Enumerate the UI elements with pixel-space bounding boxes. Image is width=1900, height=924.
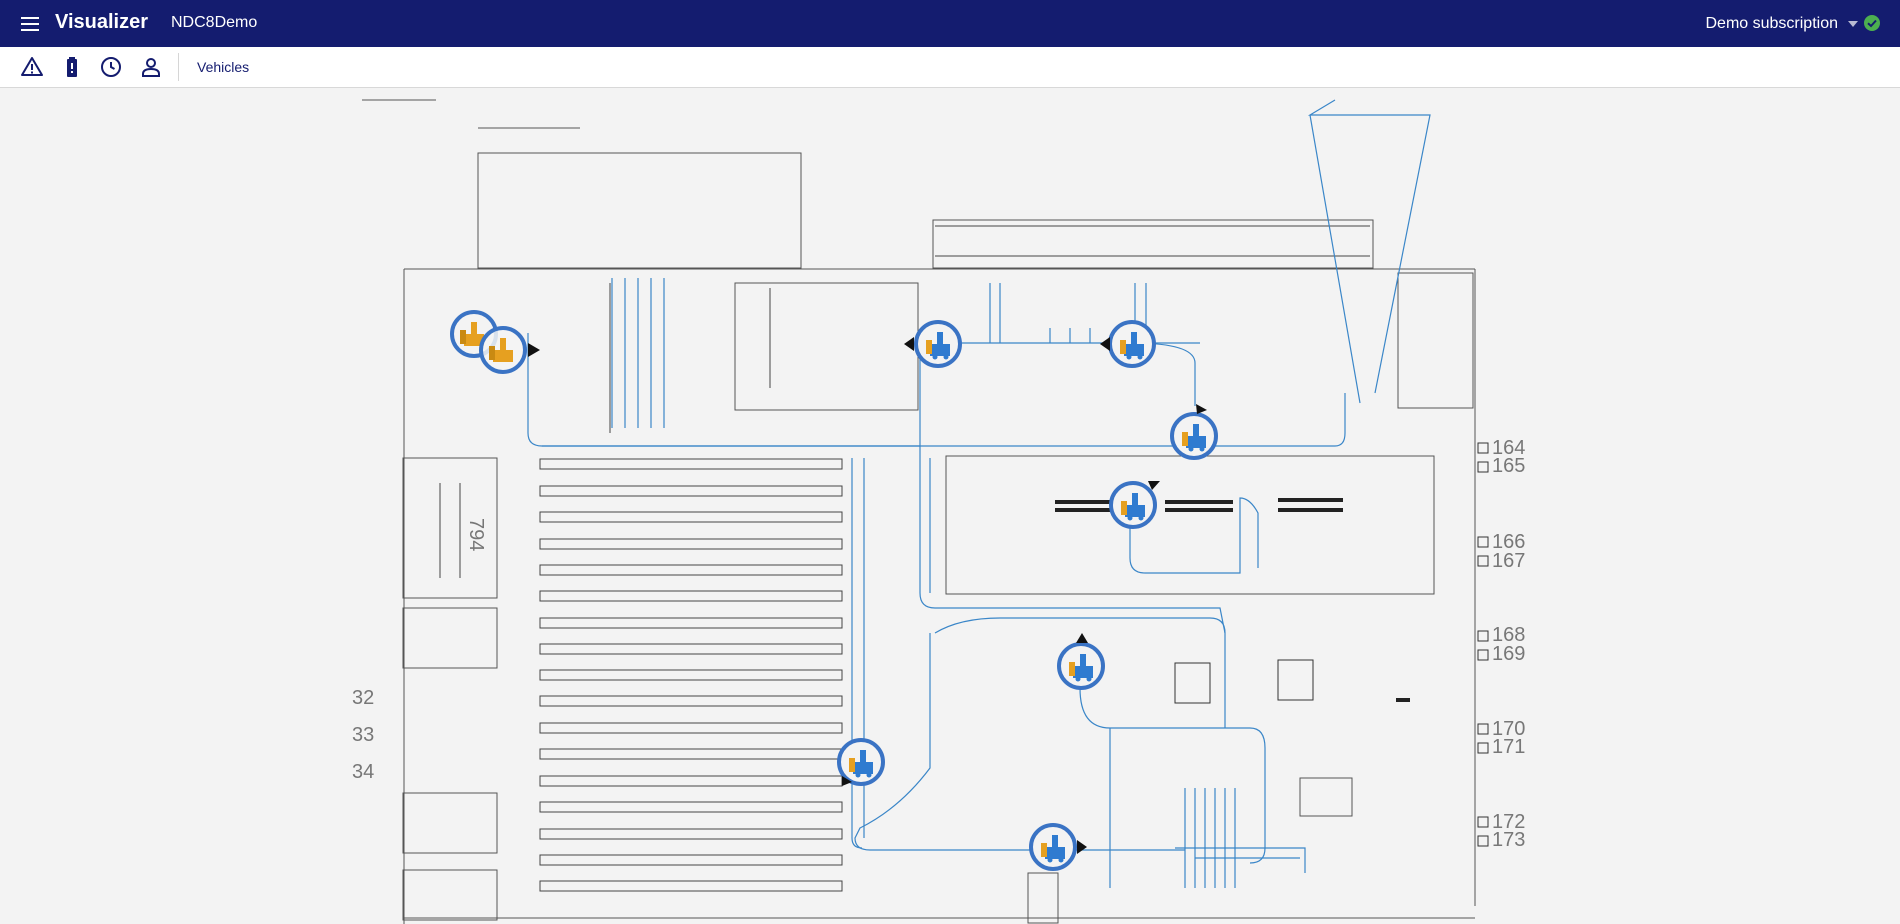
connection-status-icon <box>1864 15 1880 31</box>
alarm-icon[interactable] <box>20 55 44 79</box>
project-name: NDC8Demo <box>171 14 258 31</box>
app-title: Visualizer <box>55 11 149 33</box>
workstations <box>1055 498 1410 704</box>
map-canvas[interactable]: 164 165 166 167 168 169 170 171 172 173 … <box>0 88 1900 924</box>
vehicle-agv-8[interactable] <box>837 738 885 786</box>
toolbar: Vehicles <box>0 47 1900 88</box>
dock-label: 34 <box>352 761 374 783</box>
station-label: 166 <box>1492 531 1525 553</box>
app-header: Visualizer NDC8Demo Demo subscription <box>0 0 1900 47</box>
battery-icon[interactable] <box>60 55 84 79</box>
vehicle-agv-7[interactable] <box>1057 633 1105 690</box>
dock-label: 33 <box>352 724 374 746</box>
station-label: 170 <box>1492 718 1525 740</box>
toolbar-divider <box>178 53 179 81</box>
vehicles-link[interactable]: Vehicles <box>197 59 250 75</box>
clock-icon[interactable] <box>99 55 123 79</box>
vehicle-agv-4[interactable] <box>1100 320 1156 368</box>
vehicle-agv-5[interactable] <box>1170 404 1218 460</box>
route-network <box>527 99 1431 888</box>
station-label: 172 <box>1492 811 1525 833</box>
vehicle-agv-3[interactable] <box>904 320 962 368</box>
vehicle-agv-6[interactable] <box>1109 481 1160 529</box>
station-label: 171 <box>1492 736 1525 758</box>
station-label: 165 <box>1492 455 1525 477</box>
dock-label: 32 <box>352 687 374 709</box>
subscription-selector[interactable]: Demo subscription <box>1705 15 1839 32</box>
station-label: 168 <box>1492 624 1525 646</box>
chevron-down-icon[interactable] <box>1848 21 1858 27</box>
hamburger-menu-icon[interactable] <box>18 12 42 36</box>
station-label: 167 <box>1492 550 1525 572</box>
station-label: 169 <box>1492 643 1525 665</box>
storage-racks <box>439 225 1370 892</box>
layout-map[interactable]: 164 165 166 167 168 169 170 171 172 173 … <box>0 88 1900 924</box>
station-labels: 164 165 166 167 168 169 170 171 172 173 … <box>352 437 1525 851</box>
station-label: 173 <box>1492 829 1525 851</box>
vehicle-agv-2[interactable] <box>479 326 540 374</box>
vehicle-agv-9[interactable] <box>1029 823 1087 871</box>
person-icon[interactable] <box>139 55 163 79</box>
block-label: 794 <box>465 518 487 551</box>
station-label: 164 <box>1492 437 1525 459</box>
